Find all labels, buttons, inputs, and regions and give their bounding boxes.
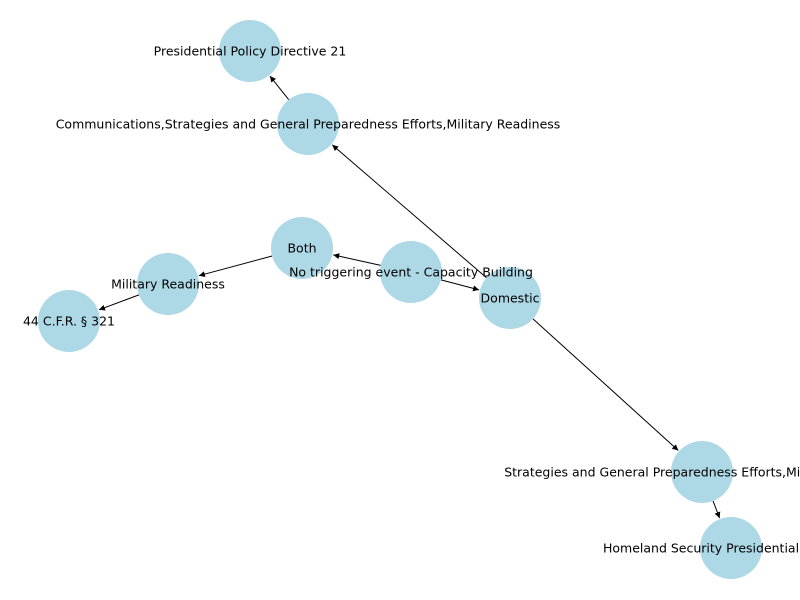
node-label-domestic: Domestic — [481, 291, 540, 306]
node-label-milready: Military Readiness — [111, 277, 225, 292]
edge-domestic-to-strategies — [532, 318, 679, 451]
node-comms[interactable] — [277, 93, 339, 155]
node-domestic[interactable] — [479, 267, 541, 329]
edge-both-to-milready — [198, 255, 273, 278]
node-milready[interactable] — [137, 253, 199, 315]
node-label-hspd: Homeland Security Presidential Directive — [603, 541, 800, 556]
node-label-strategies: Strategies and General Preparedness Effo… — [504, 465, 800, 480]
edges-layer — [98, 75, 721, 519]
edge-notrigger-to-domestic — [440, 279, 480, 292]
node-label-comms: Communications,Strategies and General Pr… — [56, 117, 561, 132]
edge-domestic-to-comms — [331, 144, 487, 279]
nodes-layer — [38, 20, 762, 579]
edge-notrigger-to-both — [333, 253, 381, 266]
node-notrigger[interactable] — [380, 241, 442, 303]
node-label-notrigger: No triggering event - Capacity Building — [289, 265, 533, 280]
node-both[interactable] — [271, 217, 333, 279]
node-label-ppd21: Presidential Policy Directive 21 — [154, 44, 347, 59]
node-ppd21[interactable] — [219, 20, 281, 82]
node-strategies[interactable] — [671, 441, 733, 503]
labels-layer: Presidential Policy Directive 21 Communic… — [23, 44, 800, 556]
node-cfr321[interactable] — [38, 290, 100, 352]
node-label-cfr321: 44 C.F.R. § 321 — [23, 314, 115, 329]
node-hspd[interactable] — [700, 517, 762, 579]
edge-comms-to-ppd21 — [269, 75, 290, 101]
edge-milready-to-cfr321 — [98, 294, 140, 311]
node-label-both: Both — [287, 241, 316, 256]
edge-strategies-to-hspd — [712, 500, 721, 519]
